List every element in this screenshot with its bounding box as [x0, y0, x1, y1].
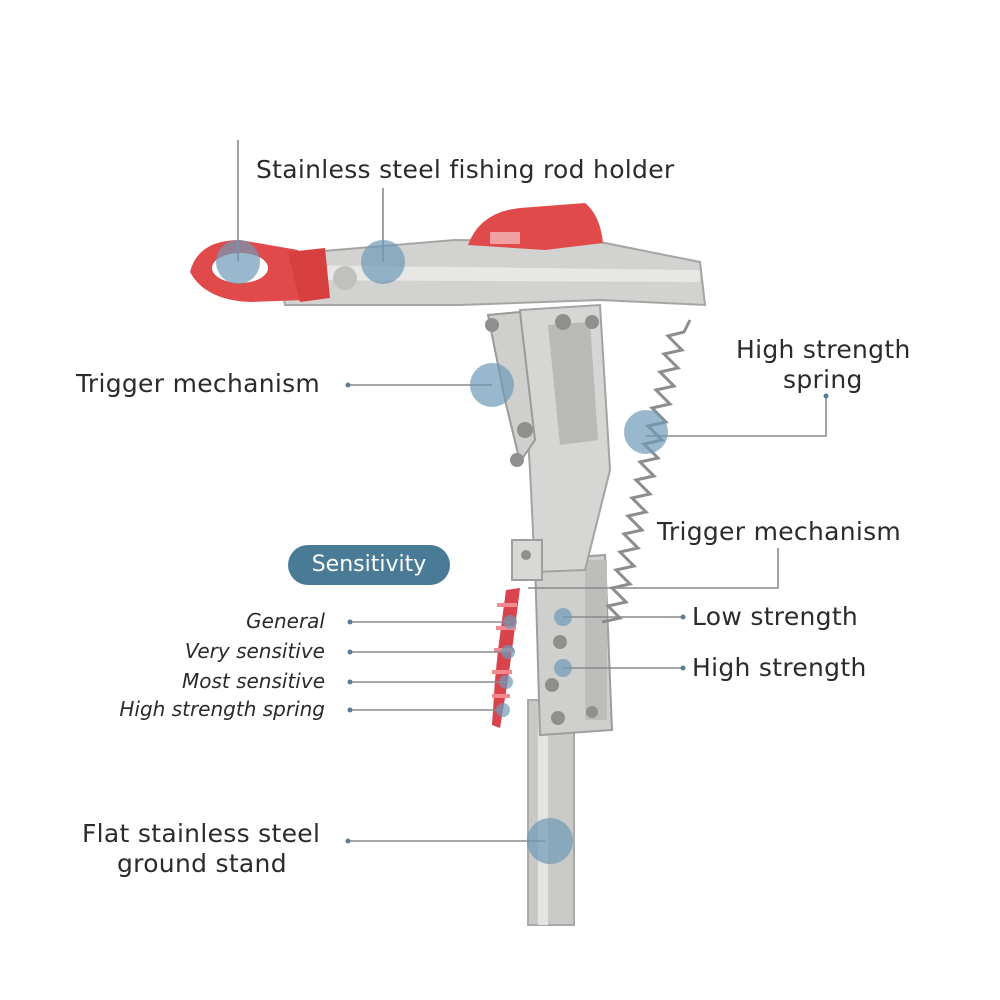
marker-rod-tip [216, 240, 260, 284]
sensitivity-badge: Sensitivity [288, 545, 450, 585]
marker-general [503, 615, 517, 629]
marker-rod-holder [361, 240, 405, 284]
leader-spring [646, 396, 827, 437]
marker-high-strength-spring [496, 703, 510, 717]
sensitivity-level-very-sensitive: Very sensitive [184, 639, 325, 663]
label-stand-line1: Flat stainless steel [82, 819, 321, 848]
spring [601, 319, 692, 624]
marker-most-sensitive [499, 675, 513, 689]
sensitivity-level-general: General [246, 609, 325, 633]
ground-stand-tube [527, 699, 575, 926]
marker-very-sensitive [501, 645, 515, 659]
label-rod-holder: Stainless steel fishing rod holder [256, 155, 675, 184]
label-trigger-right: Trigger mechanism [657, 517, 902, 546]
label-spring-line2: spring [783, 365, 863, 394]
label-high-strength: High strength [692, 653, 867, 682]
label-trigger-left: Trigger mechanism [76, 369, 321, 398]
marker-ground-stand [527, 818, 573, 864]
sensitivity-level-most-sensitive: Most sensitive [181, 669, 325, 693]
rubber-saddle [468, 203, 603, 250]
marker-low-strength [554, 608, 572, 626]
label-stand-line2: ground stand [117, 849, 287, 878]
label-low-strength: Low strength [692, 602, 859, 631]
marker-spring [624, 410, 668, 454]
label-spring-line1: High strength [736, 335, 911, 364]
leader-trigger-right [528, 548, 779, 589]
sensitivity-level-high-strength-spring: High strength spring [119, 697, 325, 721]
marker-high-strength [554, 659, 572, 677]
marker-trigger-left [470, 363, 514, 407]
